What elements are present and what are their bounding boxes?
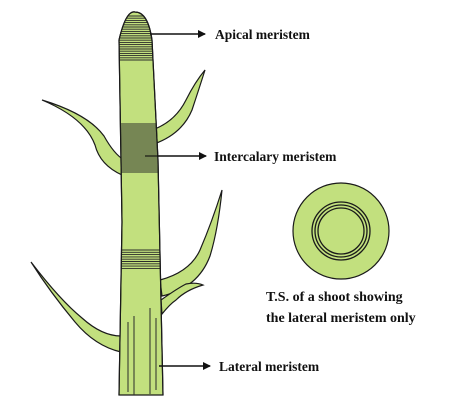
lateral-meristem-ring-inner <box>317 207 365 255</box>
cross-section: T.S. of a shoot showing the lateral meri… <box>266 182 416 326</box>
cross-section-caption-line1: T.S. of a shoot showing <box>266 290 403 305</box>
apical-meristem-bands <box>119 15 163 61</box>
leaves <box>30 69 223 353</box>
lateral-meristem-streaks <box>127 308 157 395</box>
lateral-meristem-ring-outer <box>311 201 371 261</box>
leaf-lower-left <box>30 261 122 353</box>
cross-section-caption-line2: the lateral meristem only <box>266 311 416 326</box>
label-intercalary-meristem: Intercalary meristem <box>145 149 337 164</box>
label-lateral-meristem: Lateral meristem <box>159 359 320 374</box>
leaf-middle-right <box>159 189 223 297</box>
cross-section-outer <box>292 182 390 280</box>
leaf-lower-right <box>160 282 205 316</box>
label-lateral-text: Lateral meristem <box>219 359 320 374</box>
leaf-upper-right <box>151 69 206 145</box>
lateral-meristem-ring-mid <box>314 204 368 258</box>
label-intercalary-text: Intercalary meristem <box>214 149 337 164</box>
leaf-upper-left <box>41 99 125 176</box>
label-apical-meristem: Apical meristem <box>150 27 311 42</box>
label-apical-text: Apical meristem <box>215 27 311 42</box>
